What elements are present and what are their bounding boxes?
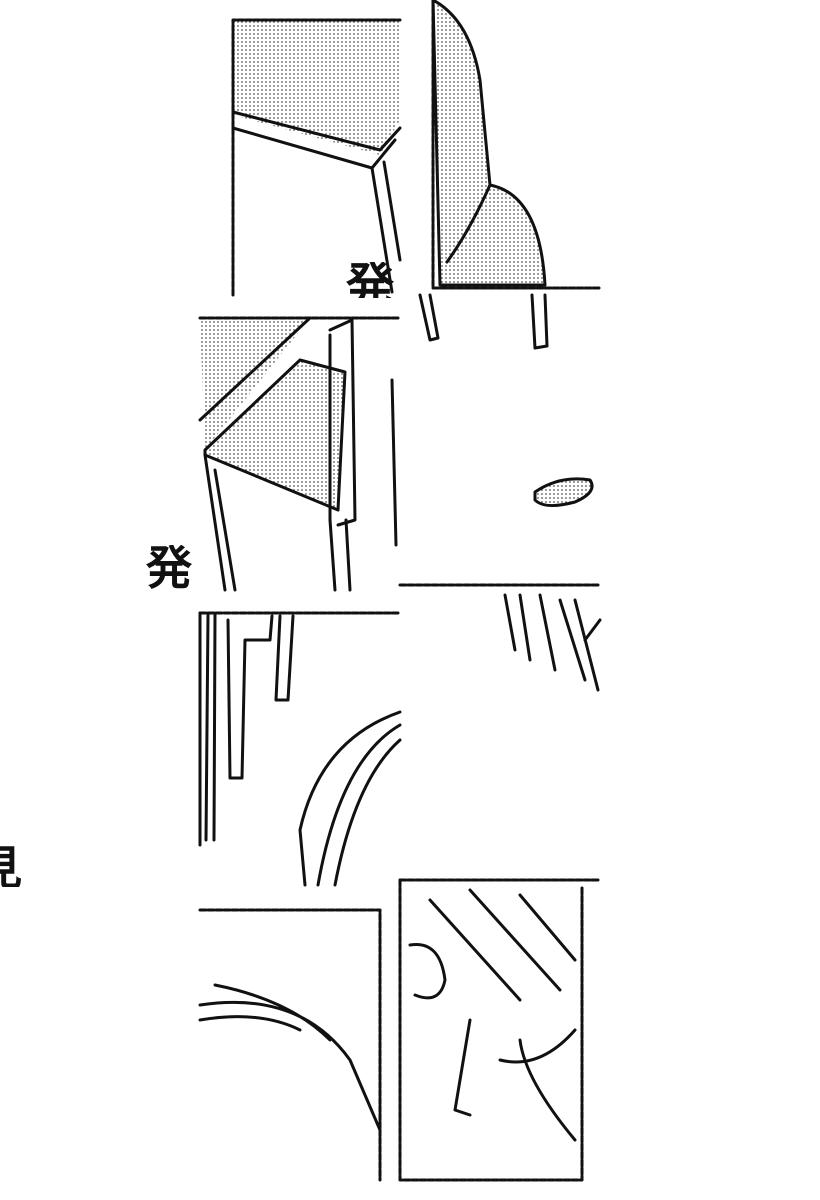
panel-head-top bbox=[198, 908, 382, 1182]
panel-chair-legs-hair bbox=[198, 611, 402, 887]
panel-boy-profile bbox=[398, 878, 584, 1182]
sound-effect-top: 発 bbox=[346, 262, 395, 298]
panel-chair-seat bbox=[198, 316, 402, 592]
panel-table-corner bbox=[231, 18, 402, 297]
sound-effect-ken: 見 bbox=[0, 845, 68, 887]
sound-effect-hatsu: 発 bbox=[146, 545, 192, 591]
panel-hair-strands bbox=[398, 593, 602, 882]
panel-chair-back bbox=[418, 0, 602, 350]
panel-floor-object bbox=[398, 477, 602, 587]
